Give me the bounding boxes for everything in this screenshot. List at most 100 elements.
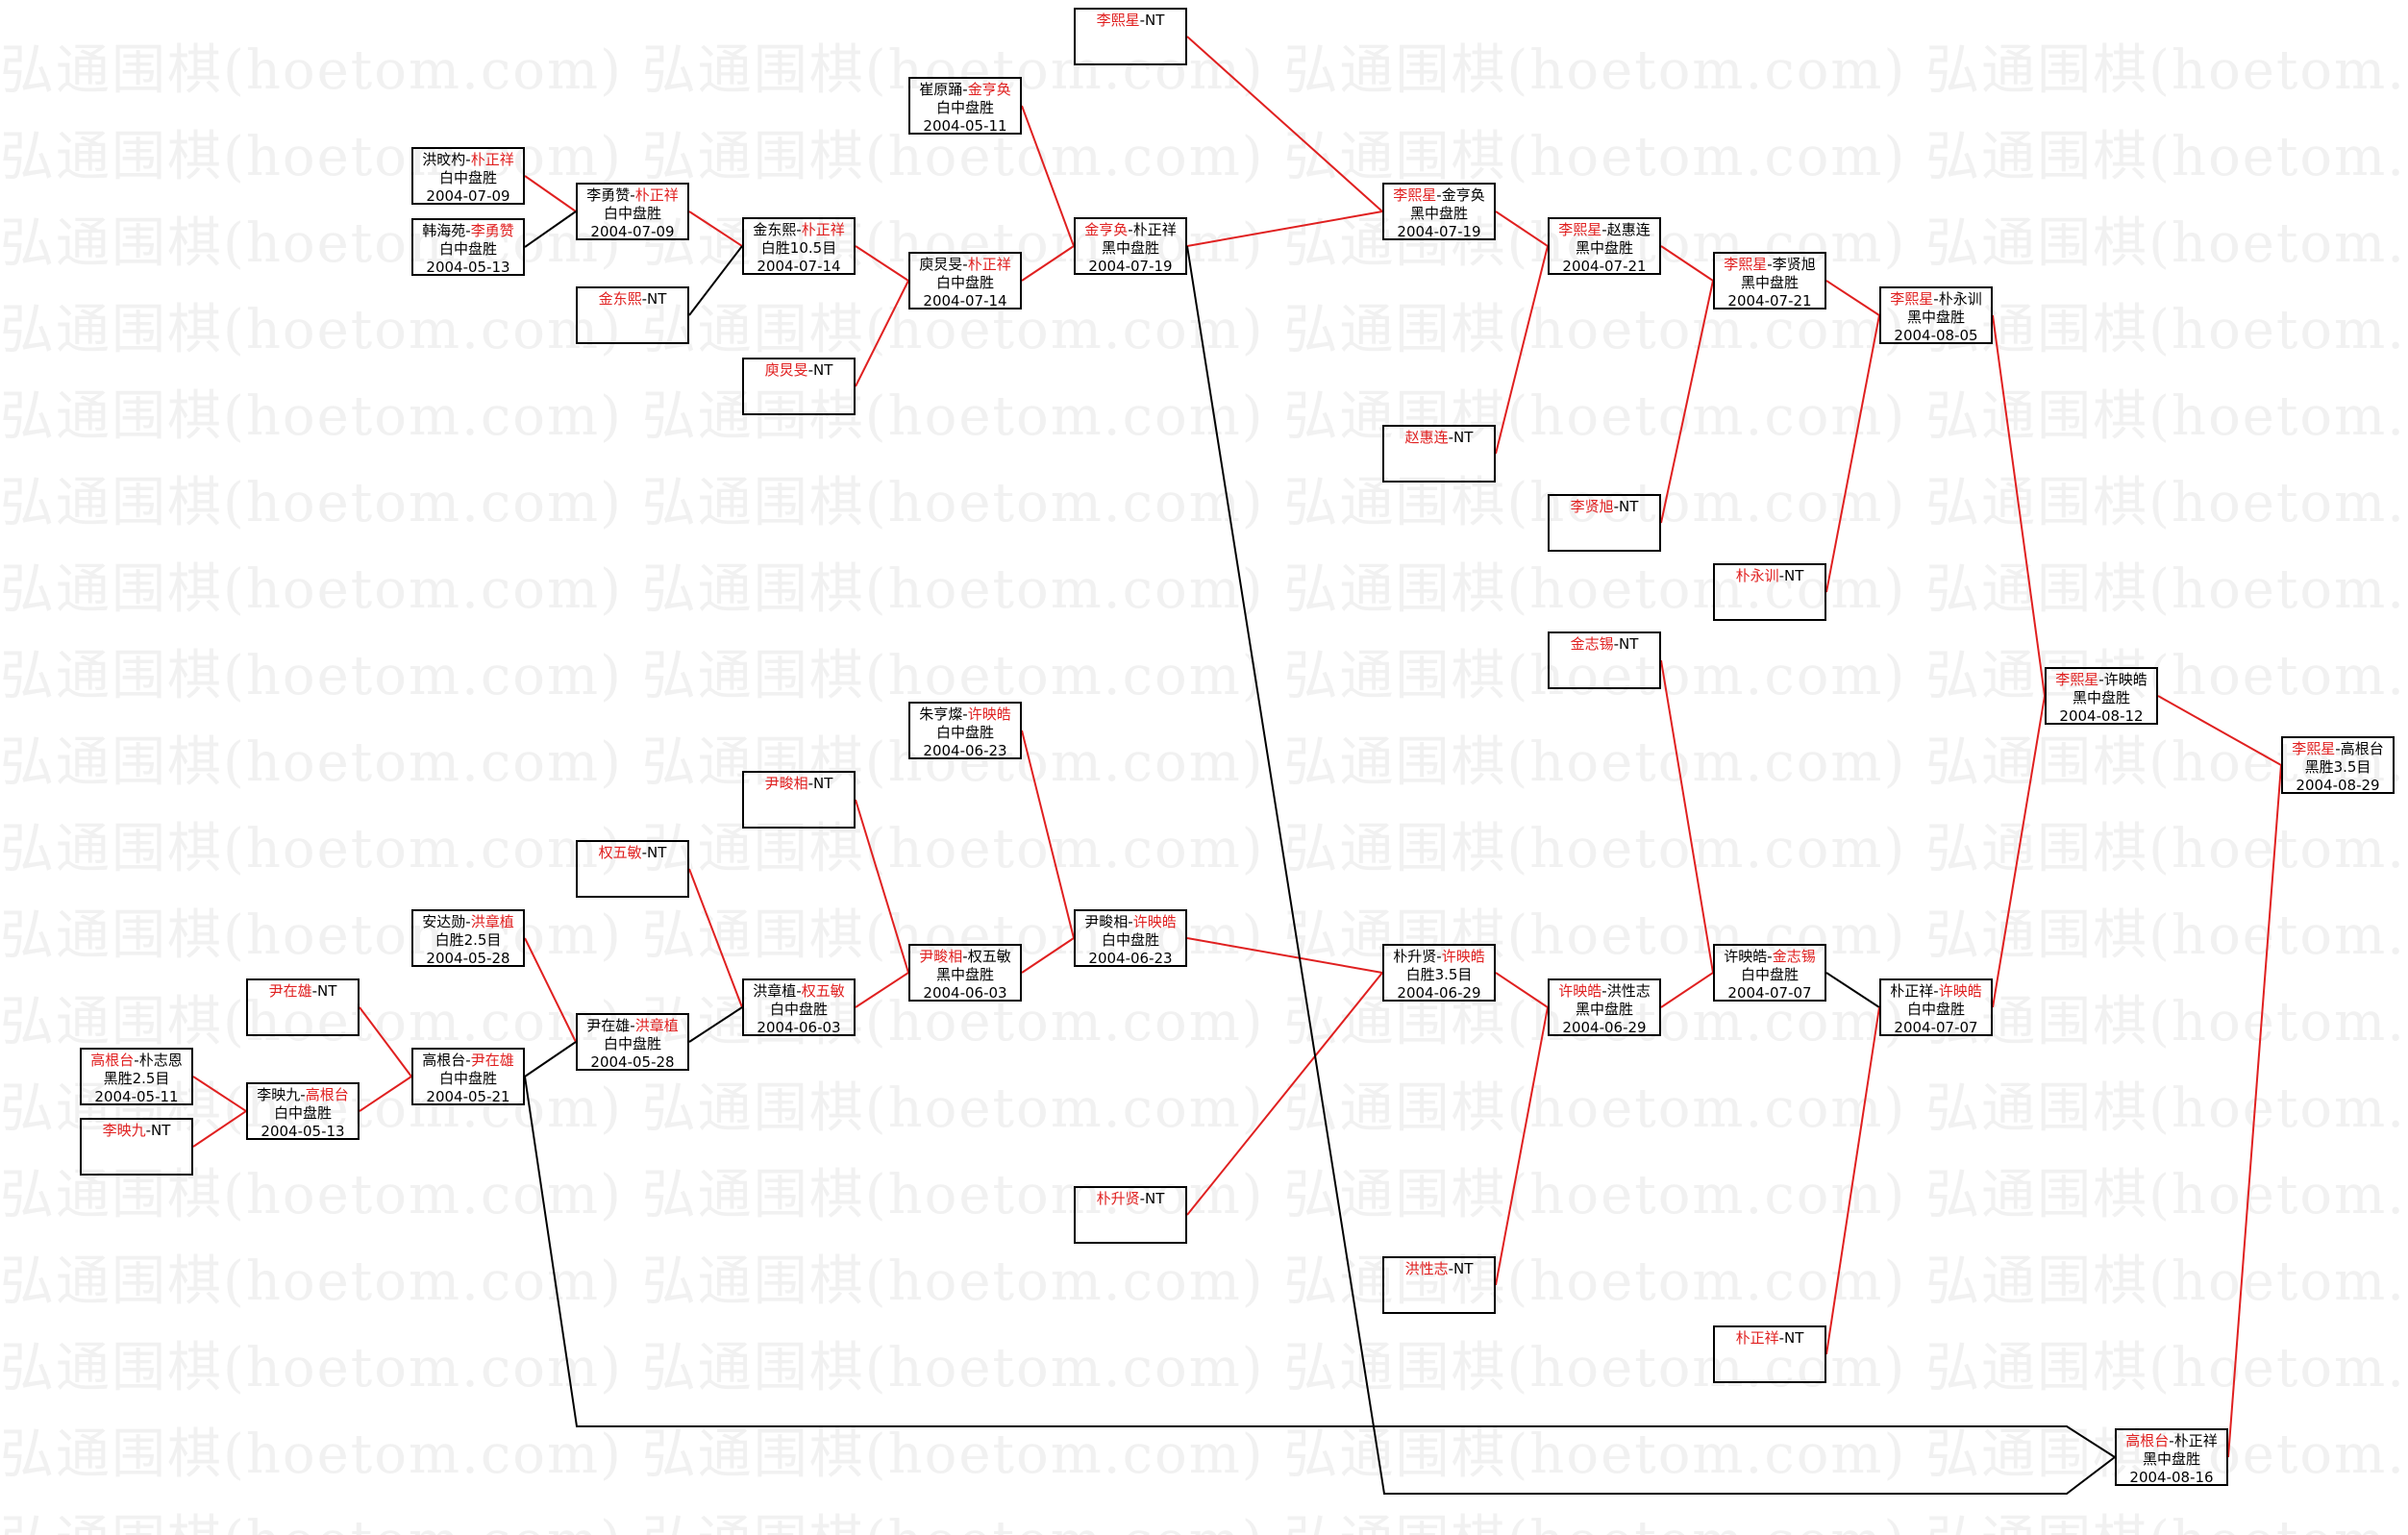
player-2[interactable]: NT	[647, 290, 667, 308]
player-2[interactable]: 朴志恩	[138, 1052, 183, 1069]
match-players: 洪性志-NT	[1384, 1260, 1494, 1278]
player-2[interactable]: 朴正祥	[634, 186, 679, 204]
player-1[interactable]: 尹在雄	[586, 1017, 631, 1034]
player-1[interactable]: 金志锡	[1570, 635, 1614, 653]
player-2[interactable]: 权五敏	[967, 948, 1011, 965]
player-1[interactable]: 安达勋	[422, 913, 466, 930]
player-2[interactable]: 金志锡	[1772, 948, 1816, 965]
player-2[interactable]: NT	[1784, 1329, 1804, 1347]
player-1[interactable]: 李熙星	[1096, 12, 1140, 29]
player-2[interactable]: NT	[1453, 1260, 1474, 1277]
player-1[interactable]: 洪性志	[1404, 1260, 1449, 1277]
player-2[interactable]: 高根台	[305, 1086, 349, 1103]
player-2[interactable]: NT	[151, 1122, 171, 1139]
player-1[interactable]: 金东熙	[753, 221, 797, 238]
player-2[interactable]: NT	[1619, 498, 1639, 515]
player-1[interactable]: 高根台	[2125, 1432, 2170, 1449]
player-2[interactable]: 高根台	[2340, 740, 2384, 757]
player-2[interactable]: NT	[813, 775, 833, 792]
player-1[interactable]: 赵惠连	[1404, 429, 1449, 446]
player-1[interactable]: 李映九	[102, 1122, 146, 1139]
player-1[interactable]: 朴升贤	[1096, 1190, 1140, 1207]
player-2[interactable]: 洪章植	[470, 913, 514, 930]
player-2[interactable]: NT	[317, 982, 337, 1000]
player-2[interactable]: 朴正祥	[470, 151, 514, 168]
player-2[interactable]: 李勇赞	[470, 222, 514, 239]
player-1[interactable]: 崔原踊	[919, 81, 963, 98]
player-1[interactable]: 朴升贤	[1393, 948, 1437, 965]
match-date: 2004-05-28	[426, 950, 510, 967]
player-1[interactable]: 李熙星	[2292, 740, 2336, 757]
player-2[interactable]: NT	[1145, 1190, 1165, 1207]
player-2[interactable]: 许映皓	[967, 706, 1011, 723]
player-1[interactable]: 尹畯相	[919, 948, 963, 965]
player-1[interactable]: 尹在雄	[268, 982, 312, 1000]
player-2[interactable]: 权五敏	[801, 982, 845, 1000]
separator: -	[796, 221, 802, 238]
bracket-link	[192, 1076, 247, 1112]
separator: -	[796, 982, 802, 1000]
player-1[interactable]: 李贤旭	[1570, 498, 1614, 515]
player-1[interactable]: 朱亨燦	[919, 706, 963, 723]
separator: -	[300, 1086, 306, 1103]
separator: -	[1436, 948, 1442, 965]
player-1[interactable]: 李熙星	[1393, 186, 1437, 204]
player-1[interactable]: 朴正祥	[1735, 1329, 1779, 1347]
player-2[interactable]: NT	[1619, 635, 1639, 653]
player-2[interactable]: 朴正祥	[1132, 221, 1177, 238]
player-2[interactable]: 金亨奂	[967, 81, 1011, 98]
player-2[interactable]: 洪章植	[634, 1017, 679, 1034]
player-1[interactable]: 权五敏	[598, 844, 642, 861]
player-1[interactable]: 朴正祥	[1890, 982, 1934, 1000]
match-result: 白中盘胜	[935, 724, 994, 741]
player-1[interactable]: 李熙星	[1890, 290, 1934, 308]
player-2[interactable]: 朴永训	[1938, 290, 1982, 308]
player-2[interactable]: 金亨奂	[1441, 186, 1485, 204]
player-2[interactable]: 许映皓	[1132, 913, 1177, 930]
player-2[interactable]: 朴正祥	[2173, 1432, 2218, 1449]
player-2[interactable]: 朴正祥	[801, 221, 845, 238]
bracket-link	[1825, 1006, 1880, 1355]
player-2[interactable]: NT	[1784, 567, 1804, 584]
player-1[interactable]: 许映皓	[1724, 948, 1768, 965]
player-2[interactable]: 赵惠连	[1606, 221, 1651, 238]
player-2[interactable]: NT	[813, 361, 833, 379]
player-1[interactable]: 朴永训	[1735, 567, 1779, 584]
player-2[interactable]: NT	[1145, 12, 1165, 29]
player-1[interactable]: 李熙星	[1724, 256, 1768, 273]
player-1[interactable]: 李熙星	[1558, 221, 1602, 238]
player-1[interactable]: 洪章植	[753, 982, 797, 1000]
player-1[interactable]: 韩海苑	[422, 222, 466, 239]
bracket-link	[855, 799, 909, 974]
player-2[interactable]: 许映皓	[1441, 948, 1485, 965]
player-1[interactable]: 庾炅旻	[764, 361, 808, 379]
player-2[interactable]: 洪性志	[1606, 982, 1651, 1000]
bracket-link	[2157, 695, 2282, 766]
player-2[interactable]: NT	[647, 844, 667, 861]
player-2[interactable]: 许映皓	[2103, 671, 2147, 688]
bracket-link	[1021, 730, 1075, 939]
player-1[interactable]: 金亨奂	[1084, 221, 1129, 238]
player-1[interactable]: 尹畯相	[764, 775, 808, 792]
bracket-link	[524, 1076, 2116, 1458]
player-1[interactable]: 李映九	[257, 1086, 301, 1103]
player-2[interactable]: 尹在雄	[470, 1052, 514, 1069]
player-1[interactable]: 高根台	[90, 1052, 135, 1069]
player-1[interactable]: 李熙星	[2055, 671, 2099, 688]
player-2[interactable]: 李贤旭	[1772, 256, 1816, 273]
player-2[interactable]: NT	[1453, 429, 1474, 446]
separator: -	[1128, 913, 1133, 930]
player-1[interactable]: 李勇赞	[586, 186, 631, 204]
player-1[interactable]: 尹畯相	[1084, 913, 1129, 930]
match-players: 崔原踊-金亨奂	[910, 81, 1020, 99]
player-2[interactable]: 朴正祥	[967, 256, 1011, 273]
player-2[interactable]: 许映皓	[1938, 982, 1982, 1000]
player-1[interactable]: 金东熙	[598, 290, 642, 308]
player-1[interactable]: 许映皓	[1558, 982, 1602, 1000]
player-1[interactable]: 高根台	[422, 1052, 466, 1069]
player-1[interactable]: 洪旼杓	[422, 151, 466, 168]
player-1[interactable]: 庾炅旻	[919, 256, 963, 273]
match-box: 李映九-NT	[80, 1118, 193, 1176]
